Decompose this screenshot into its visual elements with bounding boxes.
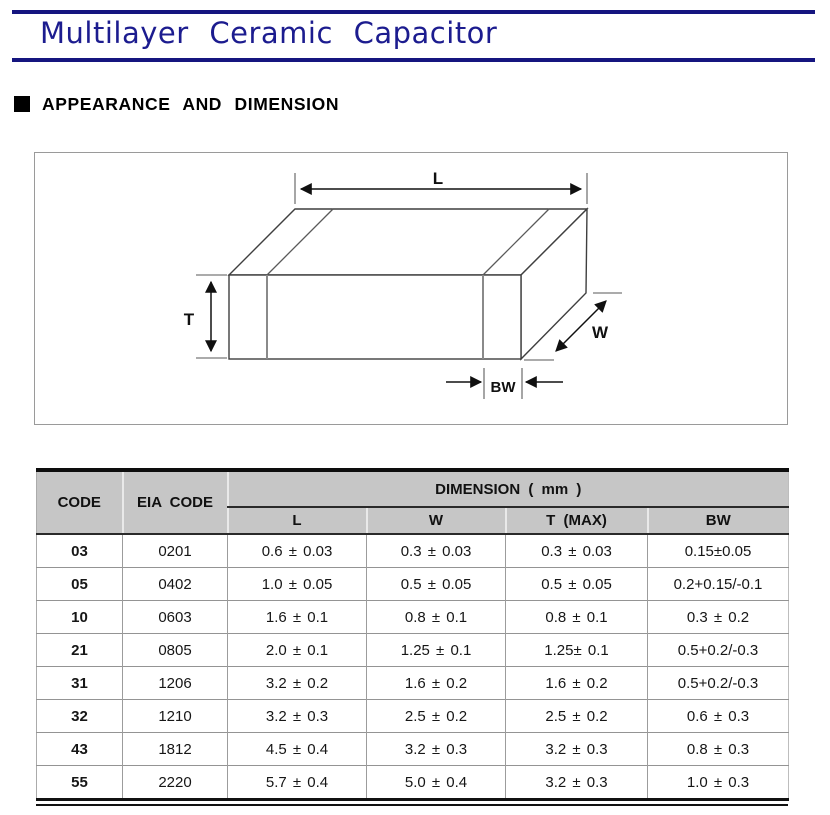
- cell-code: 43: [36, 732, 123, 766]
- cell-bw: 0.15±0.05: [647, 534, 789, 568]
- cell-w: 0.5 ± 0.05: [366, 567, 506, 601]
- section-bullet-square: [14, 96, 30, 112]
- header-dimension-group: DIMENSION ( mm ): [226, 470, 789, 508]
- cell-l: 4.5 ± 0.4: [227, 732, 367, 766]
- page-title: Multilayer Ceramic Capacitor: [40, 16, 498, 50]
- cell-l: 5.7 ± 0.4: [227, 765, 367, 800]
- cell-t: 2.5 ± 0.2: [505, 699, 648, 733]
- cell-w: 1.6 ± 0.2: [366, 666, 506, 700]
- capacitor-body: [227, 207, 589, 361]
- cell-code: 05: [36, 567, 123, 601]
- cell-l: 3.2 ± 0.2: [227, 666, 367, 700]
- cell-t: 0.5 ± 0.05: [505, 567, 648, 601]
- cell-l: 2.0 ± 0.1: [227, 633, 367, 667]
- header-code: CODE: [36, 470, 123, 535]
- capacitor-diagram: L T W BW: [184, 169, 622, 399]
- cell-eia: 0805: [122, 633, 228, 667]
- dim-label-t: T: [184, 310, 195, 329]
- cell-code: 21: [36, 633, 123, 667]
- table-bottom-rule: [36, 804, 788, 806]
- cell-l: 1.6 ± 0.1: [227, 600, 367, 634]
- dimension-table: CODE EIA CODE DIMENSION ( mm ) L W T (MA…: [36, 468, 789, 801]
- cell-code: 10: [36, 600, 123, 634]
- section-heading: APPEARANCE AND DIMENSION: [42, 94, 340, 114]
- diagram-frame: L T W BW: [34, 152, 788, 425]
- cell-bw: 0.3 ± 0.2: [647, 600, 789, 634]
- cell-t: 3.2 ± 0.3: [505, 732, 648, 766]
- cell-code: 32: [36, 699, 123, 733]
- cell-bw: 0.6 ± 0.3: [647, 699, 789, 733]
- cell-bw: 0.5+0.2/-0.3: [647, 633, 789, 667]
- cell-bw: 0.2+0.15/-0.1: [647, 567, 789, 601]
- cell-bw: 1.0 ± 0.3: [647, 765, 789, 800]
- cell-eia: 1812: [122, 732, 228, 766]
- cell-w: 1.25 ± 0.1: [366, 633, 506, 667]
- cell-eia: 1210: [122, 699, 228, 733]
- cell-w: 0.3 ± 0.03: [366, 534, 506, 568]
- dimension-l: L: [294, 169, 588, 204]
- cell-code: 55: [36, 765, 123, 800]
- cell-code: 03: [36, 534, 123, 568]
- title-bottom-rule: [12, 58, 815, 62]
- cell-l: 1.0 ± 0.05: [227, 567, 367, 601]
- header-bw: BW: [646, 507, 789, 535]
- cell-bw: 0.8 ± 0.3: [647, 732, 789, 766]
- header-t-max: T (MAX): [504, 507, 648, 535]
- header-l: L: [226, 507, 367, 535]
- dim-label-w: W: [592, 323, 609, 342]
- cell-w: 0.8 ± 0.1: [366, 600, 506, 634]
- cell-t: 1.6 ± 0.2: [505, 666, 648, 700]
- dimension-table-section: CODE EIA CODE DIMENSION ( mm ) L W T (MA…: [36, 468, 789, 806]
- cell-code: 31: [36, 666, 123, 700]
- cell-eia: 0402: [122, 567, 228, 601]
- cell-t: 0.8 ± 0.1: [505, 600, 648, 634]
- cell-w: 2.5 ± 0.2: [366, 699, 506, 733]
- title-top-rule: [12, 10, 815, 14]
- cell-eia: 0603: [122, 600, 228, 634]
- cell-t: 3.2 ± 0.3: [505, 765, 648, 800]
- dimension-t: T: [184, 274, 227, 359]
- header-w: W: [365, 507, 506, 535]
- cell-l: 3.2 ± 0.3: [227, 699, 367, 733]
- cell-eia: 2220: [122, 765, 228, 800]
- cell-t: 0.3 ± 0.03: [505, 534, 648, 568]
- dimension-w: W: [524, 292, 622, 361]
- cell-eia: 1206: [122, 666, 228, 700]
- cell-w: 3.2 ± 0.3: [366, 732, 506, 766]
- dimension-bw: BW: [446, 368, 563, 399]
- cell-bw: 0.5+0.2/-0.3: [647, 666, 789, 700]
- dim-label-l: L: [433, 169, 443, 188]
- cell-t: 1.25± 0.1: [505, 633, 648, 667]
- cell-eia: 0201: [122, 534, 228, 568]
- dim-label-bw: BW: [491, 379, 517, 396]
- cell-l: 0.6 ± 0.03: [227, 534, 367, 568]
- header-eia-code: EIA CODE: [121, 470, 228, 535]
- cell-w: 5.0 ± 0.4: [366, 765, 506, 800]
